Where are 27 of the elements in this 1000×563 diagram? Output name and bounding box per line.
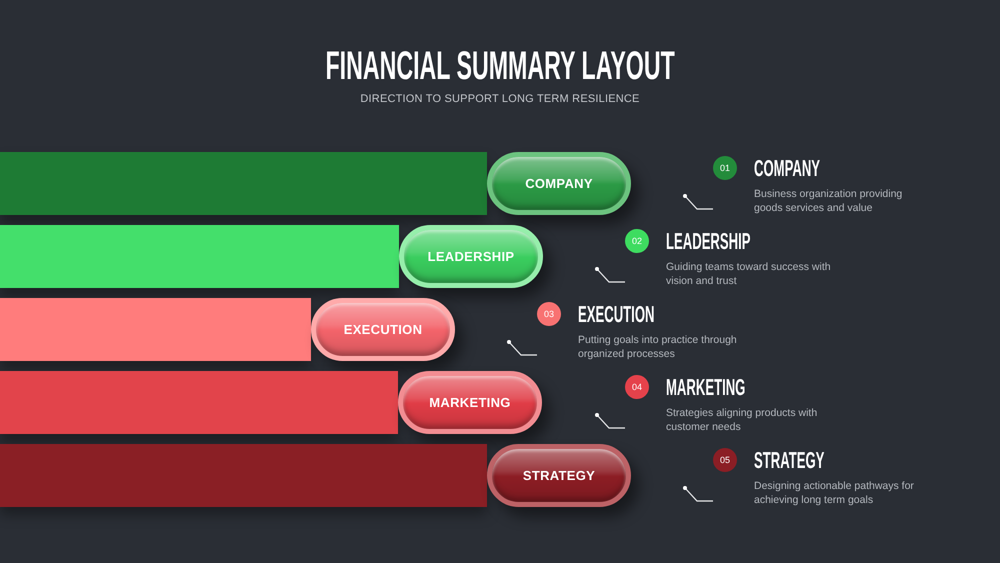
category-pill: EXECUTION bbox=[311, 298, 455, 361]
number-badge: 01 bbox=[713, 156, 737, 180]
color-band bbox=[0, 152, 487, 215]
section-heading: LEADERSHIP bbox=[666, 228, 750, 254]
description-text: Putting goals into practice through organized processes bbox=[578, 333, 738, 361]
section-heading: COMPANY bbox=[754, 155, 820, 181]
description-text: Business organization providing goods services and value bbox=[754, 187, 904, 215]
number-badge: 04 bbox=[625, 375, 649, 399]
number-badge: 02 bbox=[625, 229, 649, 253]
subtitle-text: DIRECTION TO SUPPORT LONG TERM RESILIENCE bbox=[359, 92, 641, 106]
category-pill: STRATEGY bbox=[487, 444, 631, 507]
category-pill: LEADERSHIP bbox=[399, 225, 543, 288]
description-text: Designing actionable pathways for achieving long term goals bbox=[754, 479, 915, 507]
category-pill: COMPANY bbox=[487, 152, 631, 215]
color-band bbox=[0, 225, 399, 288]
section-heading: MARKETING bbox=[666, 374, 746, 400]
color-band bbox=[0, 371, 398, 434]
color-band bbox=[0, 444, 487, 507]
category-pill: MARKETING bbox=[398, 371, 542, 434]
color-band bbox=[0, 298, 311, 361]
section-heading: STRATEGY bbox=[754, 447, 824, 473]
section-heading: EXECUTION bbox=[578, 301, 654, 327]
description-text: Guiding teams toward success with vision and trust bbox=[666, 260, 831, 288]
description-text: Strategies aligning products with customer needs bbox=[666, 406, 818, 434]
number-badge: 03 bbox=[537, 302, 561, 326]
title-text: FINANCIAL SUMMARY LAYOUT bbox=[325, 44, 675, 88]
number-badge: 05 bbox=[713, 448, 737, 472]
